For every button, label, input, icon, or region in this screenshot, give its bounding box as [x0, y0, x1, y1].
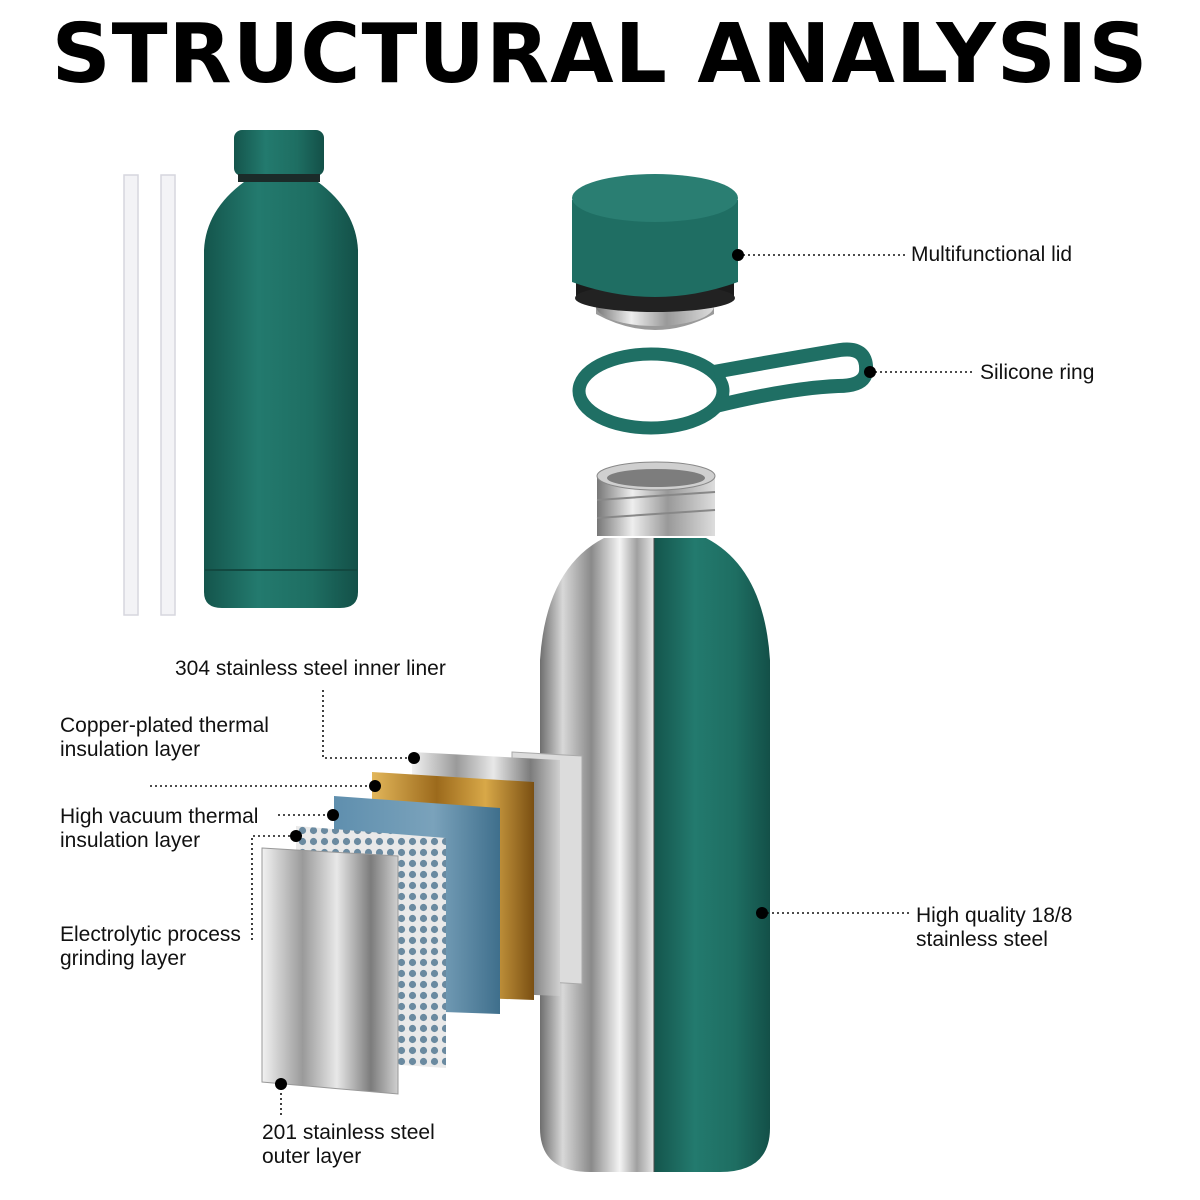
outer-layer-label-line1: 201 stainless steel	[262, 1121, 435, 1144]
silicone-ring-label: Silicone ring	[980, 361, 1095, 384]
lid-label: Multifunctional lid	[911, 243, 1073, 266]
page-title: STRUCTURAL ANALYSIS	[51, 7, 1149, 102]
small-bottle-image	[204, 130, 358, 608]
electrolytic-layer-label-line1: Electrolytic process	[60, 923, 241, 946]
leader-dots	[275, 249, 876, 1090]
vacuum-layer-label-line2: insulation layer	[60, 829, 201, 852]
vacuum-layer-label: High vacuum thermal insulation layer	[60, 805, 258, 853]
straws-image	[123, 174, 176, 616]
vacuum-layer-label-line1: High vacuum thermal	[60, 805, 259, 828]
lid-image	[572, 174, 738, 330]
copper-layer-label-line2: insulation layer	[60, 738, 201, 761]
outer-layer-label: 201 stainless steel outer layer	[262, 1121, 435, 1169]
inner-liner-label: 304 stainless steel inner liner	[175, 657, 446, 680]
silicone-ring-image	[572, 342, 874, 435]
leader-lines	[150, 254, 975, 1115]
electrolytic-layer-label-line2: grinding layer	[60, 947, 187, 970]
steel-body-label: High quality 18/8 stainless steel	[916, 904, 1072, 952]
copper-layer-label-line1: Copper-plated thermal	[60, 714, 269, 737]
copper-layer-label: Copper-plated thermal insulation layer	[60, 714, 269, 762]
electrolytic-layer-label: Electrolytic process grinding layer	[60, 923, 241, 971]
steel-body-label-line2: stainless steel	[916, 928, 1048, 951]
large-bottle-image	[540, 461, 770, 1172]
outer-layer-label-line2: outer layer	[262, 1145, 362, 1168]
steel-body-label-line1: High quality 18/8	[916, 904, 1073, 927]
layer-sheets-image	[261, 751, 583, 1095]
